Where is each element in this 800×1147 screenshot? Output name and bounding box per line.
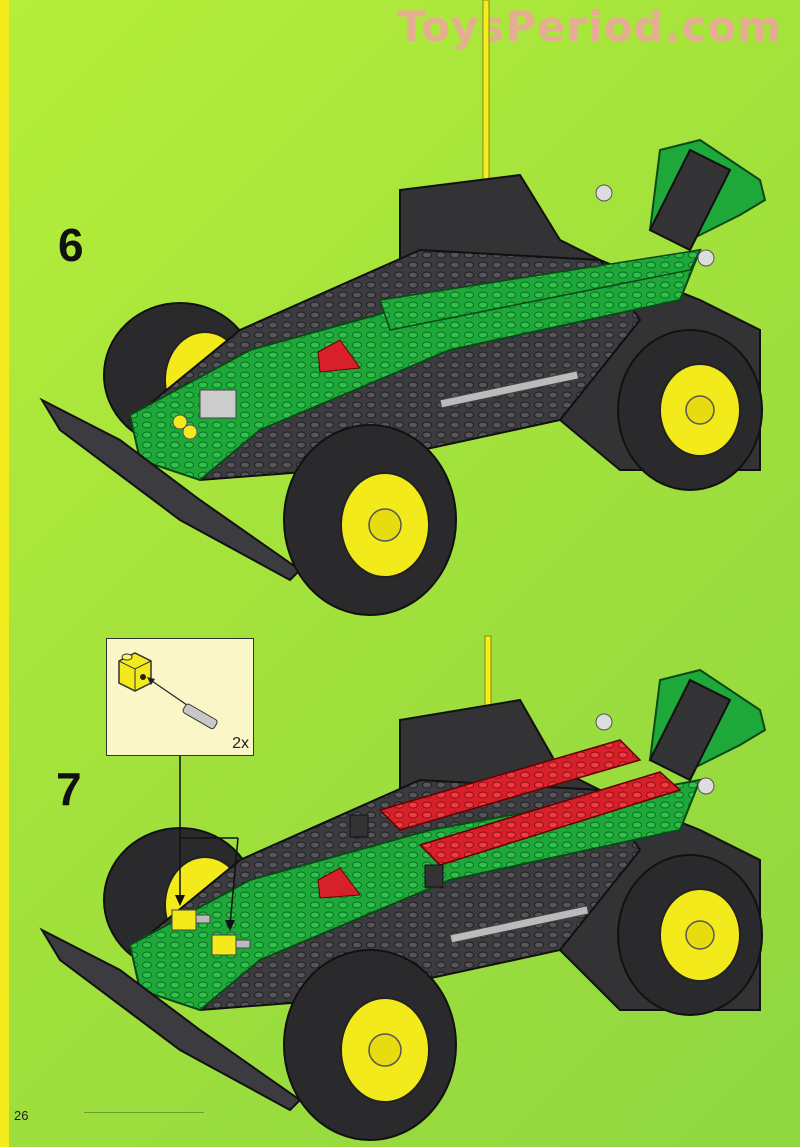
car-step-6 <box>39 0 767 616</box>
step-number-6: 6 <box>58 219 84 271</box>
added-yellow-brick <box>211 934 237 956</box>
parts-callout: 2x <box>106 638 254 756</box>
watermark: ToysPeriod.com <box>396 2 782 51</box>
parts-illustration <box>118 652 218 730</box>
side-color-strip <box>0 0 9 1147</box>
parts-quantity: 2x <box>232 735 249 752</box>
footer-rule <box>84 1112 204 1113</box>
car-step-7 <box>39 635 767 1141</box>
added-yellow-brick <box>171 909 197 931</box>
page-number: 26 <box>14 1108 29 1123</box>
step-number-7: 7 <box>56 763 82 815</box>
